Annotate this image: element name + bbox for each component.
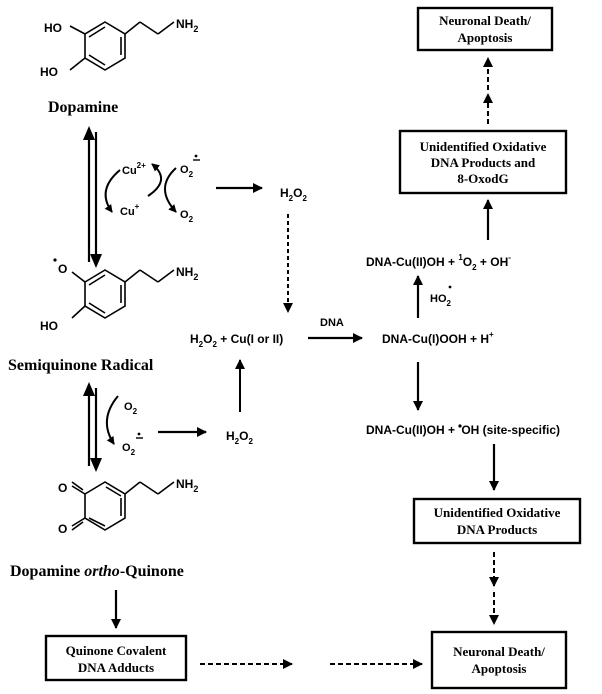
box-neuronal-death-bottom-line1: Neuronal Death/	[453, 644, 545, 659]
box-oxidative-products-line2: DNA Products	[457, 522, 537, 537]
quinone-o-bottom: O	[58, 522, 67, 536]
quinone-nh2: NH2	[176, 477, 198, 494]
h2o2-top: H2O2	[280, 186, 307, 203]
semiquinone-structure	[71, 269, 175, 319]
dna-cu-oh-site-specific: DNA-Cu(II)OH + OH (site-specific)	[366, 423, 560, 437]
oxygen-label-mid: O2	[124, 401, 138, 416]
box-neuronal-death-bottom	[430, 630, 568, 690]
radical-dot-mid	[137, 432, 141, 436]
equilibrium-dopamine-semiquinone	[83, 126, 102, 268]
cu1-label: Cu+	[120, 202, 140, 218]
box-neuronal-death-top-line2: Apoptosis	[458, 30, 513, 45]
quinone-o-top: O	[58, 481, 67, 495]
box-neuronal-death-top-line1: Neuronal Death/	[439, 13, 531, 28]
box-oxidative-products-line1: Unidentified Oxidative	[434, 505, 561, 520]
cu2-label: Cu2+	[122, 161, 146, 177]
semiquinone-label: Semiquinone Radical	[8, 357, 154, 374]
semiquinone-ho: HO	[40, 319, 58, 333]
hydroxyl-radical-dot	[458, 424, 462, 428]
dopamine-nh2: NH2	[176, 17, 198, 34]
box-quinone-adducts-line2: DNA Adducts	[78, 660, 154, 675]
box-quinone-adducts	[44, 634, 188, 682]
dopamine-label: Dopamine	[48, 99, 118, 116]
dopamine-ho-bottom: HO	[40, 65, 58, 79]
h2o2-bottom: H2O2	[226, 429, 253, 446]
dna-arrow-label: DNA	[320, 317, 344, 329]
dna-cu-ooh: DNA-Cu(I)OOH + H+	[382, 330, 494, 346]
box-oxidative-products-8oxodg-line1: Unidentified Oxidative	[420, 139, 547, 154]
dopamine-ho-top: HO	[44, 21, 62, 35]
superoxide-label-top: O2	[180, 164, 194, 179]
semiquinone-o: O	[58, 262, 67, 276]
box-oxidative-products-8oxodg-line3: 8-OxodG	[457, 171, 508, 186]
o2-redox-curve	[106, 395, 119, 445]
ho2-radical-dot	[448, 285, 452, 289]
semiquinone-radical-dot	[53, 258, 57, 262]
box-oxidative-products-8oxodg-line2: DNA Products and	[431, 155, 536, 170]
ho2-label: HO2	[430, 293, 452, 308]
oxygen-label-top: O2	[180, 209, 194, 224]
h2o2-copper-label: H2O2 + Cu(I or II)	[190, 332, 283, 349]
cu-redox-cycle	[104, 163, 177, 213]
box-neuronal-death-bottom-line2: Apoptosis	[472, 661, 527, 676]
box-quinone-adducts-line1: Quinone Covalent	[66, 643, 167, 658]
semiquinone-nh2: NH2	[176, 265, 198, 282]
superoxide-label-mid: O2	[122, 442, 136, 457]
equilibrium-semiquinone-quinone	[83, 382, 102, 472]
dopamine-structure	[69, 21, 175, 71]
quinone-structure	[71, 481, 175, 531]
box-neuronal-death-top	[416, 6, 554, 52]
box-oxidative-products-8oxodg	[398, 129, 568, 195]
box-oxidative-products	[412, 497, 582, 545]
radical-dot	[194, 154, 198, 158]
quinone-label: Dopamine ortho-Quinone	[10, 563, 184, 580]
dna-cu-oh-singlet: DNA-Cu(II)OH + 1O2 + OH-	[366, 253, 511, 272]
